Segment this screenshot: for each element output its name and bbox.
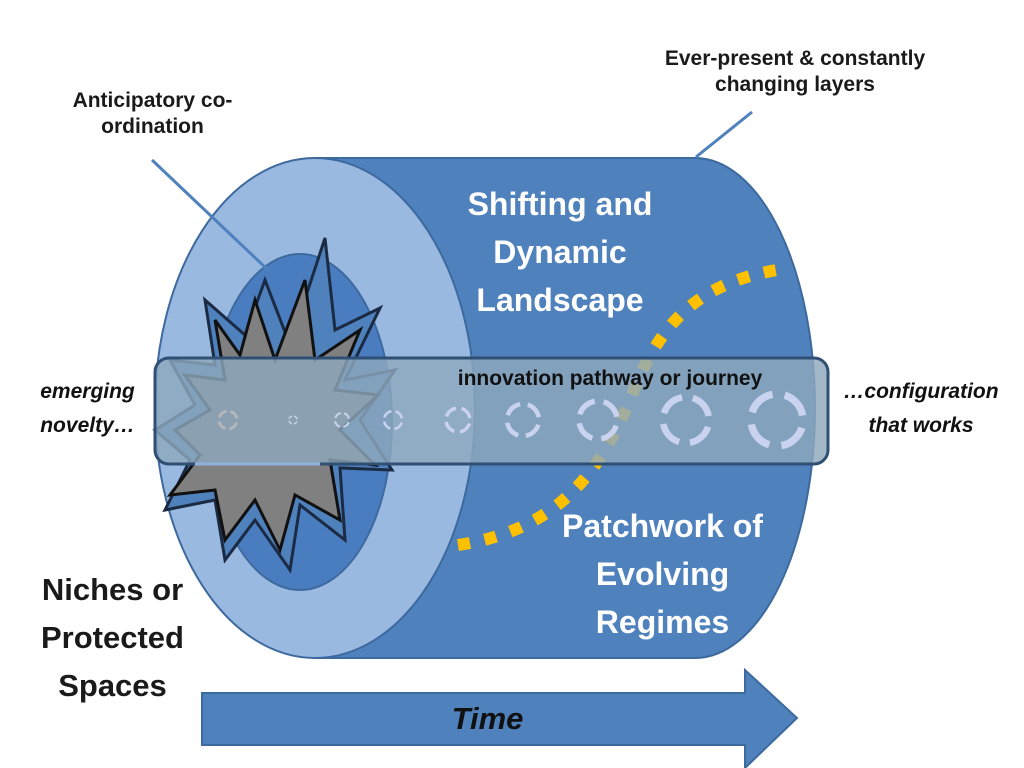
label-pathway: innovation pathway or journey xyxy=(457,367,763,390)
label-configuration: …configuration that works xyxy=(843,380,999,437)
cycle-icon xyxy=(444,406,472,434)
label-ever-present: Ever-present & constantly changing layer… xyxy=(664,47,926,97)
cycle-icon xyxy=(660,394,712,446)
label-regimes: Patchwork of Evolving Regimes xyxy=(562,508,763,640)
cycle-icon xyxy=(217,409,239,431)
cycle-icon xyxy=(382,409,404,431)
label-niches: Niches or Protected Spaces xyxy=(41,572,184,704)
dotted-path xyxy=(457,262,791,551)
label-anticipatory: Anticipatory co-ordination xyxy=(72,89,233,139)
label-time: Time xyxy=(451,701,524,736)
cycle-icon xyxy=(747,390,807,450)
label-emerging: emerging novelty… xyxy=(40,380,135,437)
innovation-tube xyxy=(153,356,830,466)
label-landscape: Shifting and Dynamic Landscape xyxy=(467,186,653,318)
cycle-icon xyxy=(576,398,620,442)
callout-line-layers xyxy=(695,110,753,159)
callout-line-anticipatory xyxy=(150,158,270,272)
time-arrow xyxy=(201,667,799,768)
cycle-icon xyxy=(334,412,350,428)
cycle-icon xyxy=(288,415,298,425)
cycle-icon xyxy=(504,401,542,439)
